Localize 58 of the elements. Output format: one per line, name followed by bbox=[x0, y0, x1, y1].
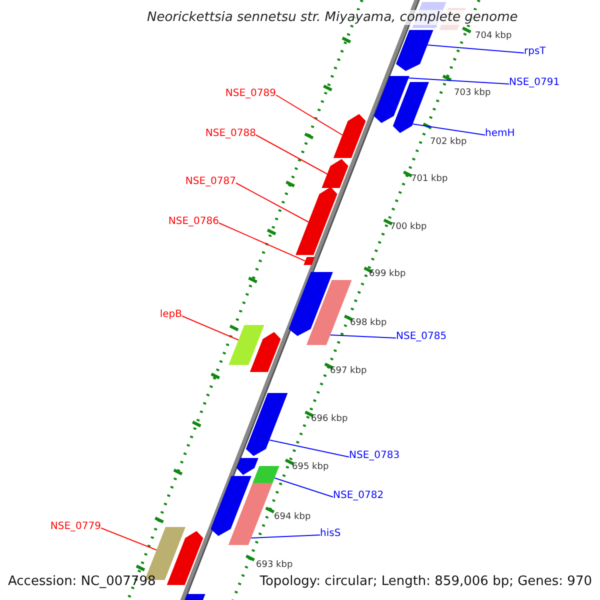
gene-block bbox=[228, 483, 273, 545]
gene-label: NSE_0789 bbox=[225, 89, 276, 99]
leader-line bbox=[236, 182, 309, 222]
leader-line bbox=[100, 528, 157, 550]
gene-block bbox=[166, 531, 204, 585]
gene-block bbox=[374, 76, 410, 123]
gene-label: hisS bbox=[320, 529, 341, 539]
leader-line bbox=[426, 44, 524, 54]
gene-block bbox=[304, 257, 315, 265]
leader-line bbox=[276, 94, 343, 136]
scale-label: 695 kbp bbox=[292, 463, 329, 472]
scale-label: 697 kbp bbox=[330, 367, 367, 376]
gene-block bbox=[322, 159, 348, 188]
gene-label: NSE_0782 bbox=[333, 491, 384, 501]
gene-block bbox=[288, 272, 333, 336]
gene-label: NSE_0787 bbox=[185, 177, 236, 187]
leader-line bbox=[250, 534, 320, 538]
gene-block bbox=[333, 114, 366, 158]
leader-line bbox=[268, 440, 350, 458]
gene-label: NSE_0786 bbox=[168, 217, 219, 227]
gene-label: hemH bbox=[485, 129, 515, 139]
leader-line bbox=[408, 78, 510, 84]
gene-block bbox=[250, 332, 281, 372]
genome-info-text: Topology: circular; Length: 859,006 bp; Genes: 970 bbox=[260, 575, 592, 588]
gene-block bbox=[236, 458, 258, 475]
leader-line bbox=[256, 134, 328, 174]
scale-label: 693 kbp bbox=[256, 561, 293, 570]
leader-line bbox=[218, 222, 306, 262]
leader-line bbox=[182, 316, 239, 340]
scale-label: 696 kbp bbox=[311, 415, 348, 424]
gene-block bbox=[392, 82, 429, 133]
gene-label: lepB bbox=[160, 310, 182, 320]
gene-block bbox=[228, 325, 264, 365]
leader-line bbox=[274, 478, 334, 498]
gene-label: NSE_0779 bbox=[50, 522, 101, 532]
scale-label: 701 kbp bbox=[411, 175, 448, 184]
gene-block bbox=[210, 476, 252, 536]
gene-block bbox=[246, 393, 288, 456]
scale-label: 703 kbp bbox=[454, 89, 491, 98]
leader-line bbox=[330, 334, 396, 338]
scale-label: 702 kbp bbox=[430, 138, 467, 147]
scale-label: 704 kbp bbox=[475, 32, 512, 41]
gene-label: rpsT bbox=[524, 47, 546, 57]
accession-text: Accession: NC_007798 bbox=[8, 575, 156, 588]
gene-block bbox=[396, 30, 434, 71]
gene-block bbox=[252, 466, 280, 483]
title: Neorickettsia sennetsu str. Miyayama, complete genome bbox=[147, 10, 518, 25]
scale-label: 699 kbp bbox=[369, 270, 406, 279]
scale-label: 698 kbp bbox=[350, 319, 387, 328]
gene-label: NSE_0783 bbox=[349, 451, 400, 461]
gene-block bbox=[296, 187, 338, 255]
gene-label: NSE_0791 bbox=[509, 78, 560, 88]
gene-block bbox=[306, 280, 352, 345]
gene-label: NSE_0785 bbox=[396, 332, 447, 342]
scale-label: 700 kbp bbox=[390, 223, 427, 232]
gene-label: NSE_0788 bbox=[205, 129, 256, 139]
leader-line bbox=[412, 124, 486, 136]
scale-label: 694 kbp bbox=[274, 513, 311, 522]
